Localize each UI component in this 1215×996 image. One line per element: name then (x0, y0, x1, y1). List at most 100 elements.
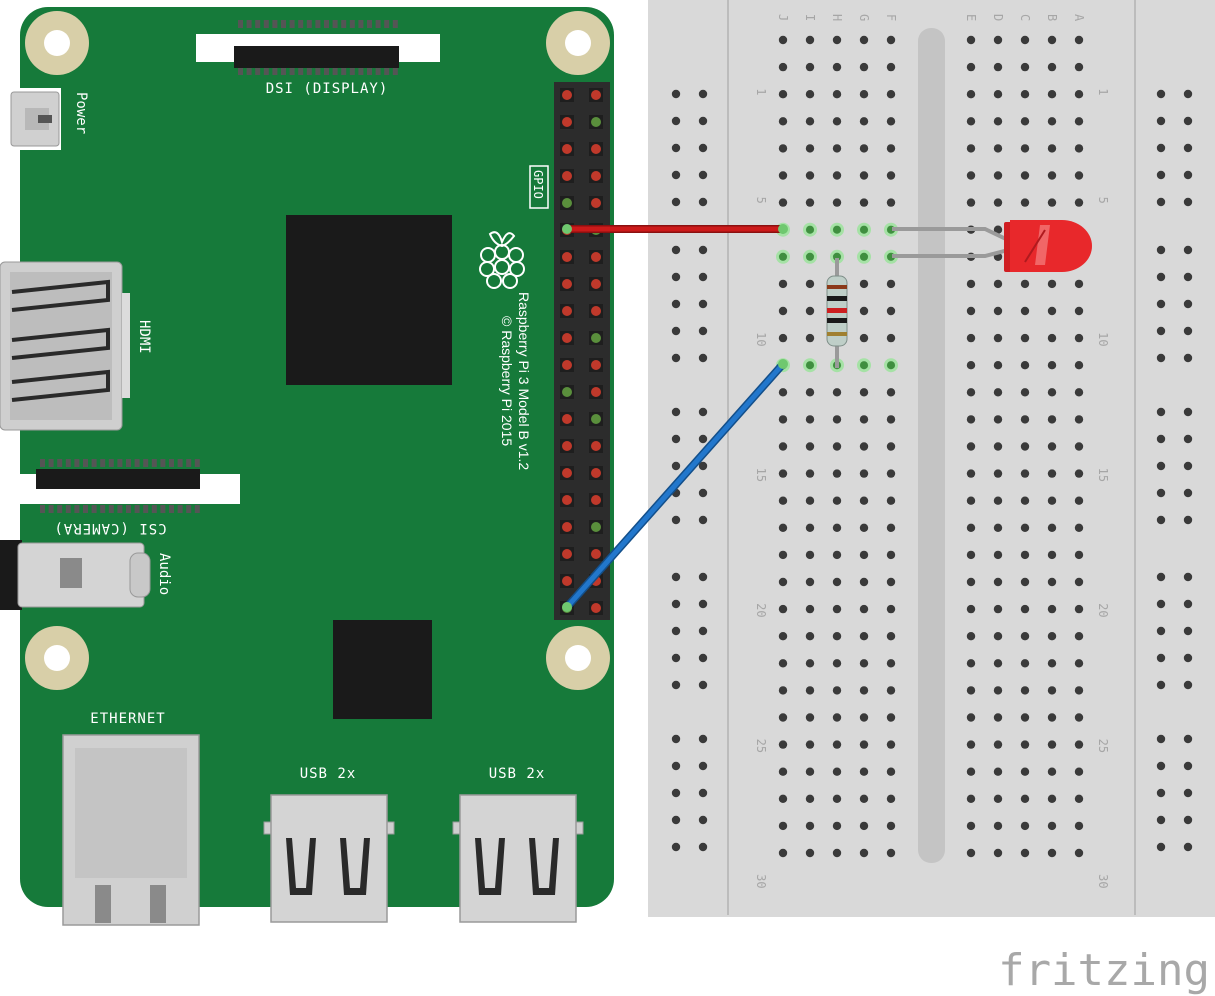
connected-hole (833, 225, 841, 234)
breadboard-hole (993, 740, 1003, 749)
breadboard-hole (993, 469, 1003, 478)
ethernet-port: ETHERNET (62, 711, 200, 926)
rail-hole (698, 842, 708, 852)
breadboard-hole (966, 62, 976, 72)
breadboard-hole (993, 767, 1003, 776)
gpio-pin (591, 252, 601, 262)
breadboard-hole (1074, 794, 1084, 803)
breadboard-hole (832, 740, 842, 749)
breadboard-hole (859, 821, 869, 831)
rail-hole (1183, 326, 1193, 336)
breadboard-hole (778, 523, 788, 532)
breadboard-hole (1074, 632, 1084, 641)
row-number: 30 (754, 874, 768, 888)
breadboard-hole (1047, 740, 1057, 749)
breadboard-hole (778, 306, 788, 316)
gpio-pin (562, 414, 572, 424)
row-number: 15 (1096, 468, 1110, 482)
rail-hole (1183, 788, 1193, 798)
gpio-pin (591, 387, 601, 397)
csi-connector: CSI (CAMERA) (18, 459, 240, 536)
breadboard-hole (1074, 767, 1084, 776)
breadboard-hole (778, 415, 788, 424)
rail-hole (671, 89, 681, 99)
rail-hole (1183, 245, 1193, 255)
connected-hole (860, 225, 868, 234)
breadboard-hole (1047, 415, 1057, 424)
mounting-holes (25, 11, 610, 690)
breadboard-hole (1074, 659, 1084, 668)
breadboard-hole (832, 659, 842, 668)
gpio-pin (562, 252, 572, 262)
row-number: 15 (754, 468, 768, 482)
connected-hole (887, 361, 895, 370)
rail-hole (671, 197, 681, 207)
breadboard-hole (966, 523, 976, 532)
breadboard-hole (1047, 469, 1057, 478)
rail-hole (698, 143, 708, 153)
breadboard-hole (993, 659, 1003, 668)
breadboard-hole (886, 333, 896, 343)
gpio-pin (562, 576, 572, 586)
breadboard-hole (886, 740, 896, 749)
rail-hole (698, 488, 708, 498)
column-letter: D (991, 14, 1005, 21)
breadboard-hole (1074, 469, 1084, 478)
breadboard-hole (886, 388, 896, 397)
rail-hole (1183, 761, 1193, 771)
breadboard-hole (778, 90, 788, 99)
rail-hole (1156, 89, 1166, 99)
rail-hole (698, 599, 708, 609)
resistor-band (827, 332, 847, 336)
breadboard-hole (966, 659, 976, 668)
breadboard-hole (966, 848, 976, 858)
rail-hole (698, 245, 708, 255)
wire-end (778, 224, 788, 234)
power-connector: Power (5, 88, 89, 150)
gpio-pin (562, 387, 572, 397)
breadboard-hole (1074, 333, 1084, 343)
breadboard-hole (993, 848, 1003, 858)
breadboard-hole (966, 388, 976, 397)
rail-hole (671, 680, 681, 690)
rail-hole (1156, 353, 1166, 363)
breadboard-hole (966, 469, 976, 478)
breadboard-hole (966, 442, 976, 451)
breadboard-hole (1074, 62, 1084, 72)
breadboard-hole (1020, 577, 1030, 587)
audio-label: Audio (156, 553, 172, 595)
breadboard-hole (859, 767, 869, 776)
row-number: 30 (1096, 874, 1110, 888)
gpio-pin (562, 90, 572, 100)
breadboard-hole (778, 62, 788, 72)
breadboard-hole (859, 388, 869, 397)
led (892, 220, 1092, 272)
breadboard-hole (778, 659, 788, 668)
breadboard-hole (993, 388, 1003, 397)
rail-hole (671, 245, 681, 255)
gpio-pin (562, 198, 572, 208)
resistor-band (827, 296, 847, 301)
breadboard-hole (832, 686, 842, 695)
breadboard-hole (805, 686, 815, 695)
breadboard-hole (805, 577, 815, 587)
rail-hole (1156, 488, 1166, 498)
breadboard-hole (805, 632, 815, 641)
breadboard-hole (1047, 306, 1057, 316)
fritzing-watermark: fritzing (998, 945, 1210, 996)
led-leg-cathode (892, 248, 1009, 258)
row-number: 5 (754, 197, 768, 204)
rail-hole (1183, 299, 1193, 309)
breadboard-hole (993, 442, 1003, 451)
breadboard-hole (832, 523, 842, 532)
breadboard-hole (1047, 279, 1057, 289)
rail-hole (671, 815, 681, 825)
breadboard-hole (1047, 171, 1057, 180)
breadboard-hole (1020, 523, 1030, 532)
breadboard-hole (805, 523, 815, 532)
rail-hole (1156, 461, 1166, 471)
breadboard-hole (832, 469, 842, 478)
rail-hole (698, 734, 708, 744)
